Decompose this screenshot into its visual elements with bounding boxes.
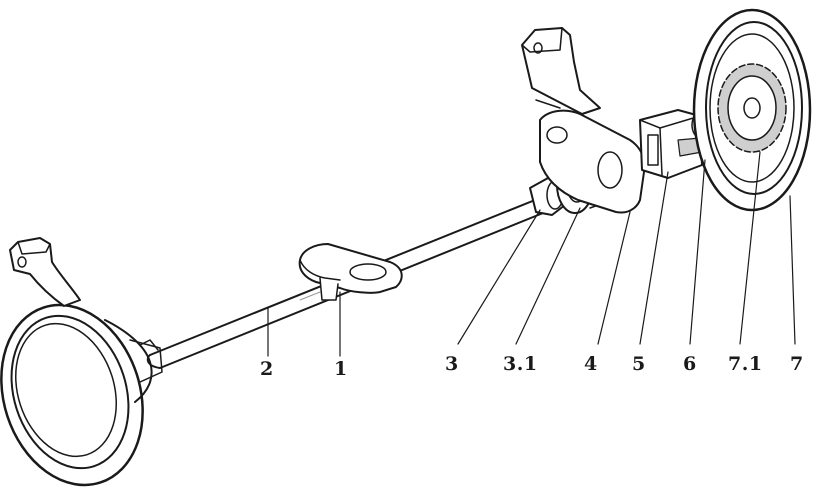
label-3: 3 <box>445 353 459 375</box>
leader-lines <box>267 151 796 357</box>
label-7: 7 <box>790 353 804 375</box>
label-6: 6 <box>683 353 697 375</box>
hub-housing <box>521 27 646 214</box>
label-7-1: 7.1 <box>728 353 763 375</box>
left-bracket <box>9 237 81 307</box>
label-3-1: 3.1 <box>503 353 538 375</box>
lever-handle <box>298 243 403 301</box>
label-4: 4 <box>584 353 598 375</box>
gear-ring <box>717 63 787 153</box>
label-5: 5 <box>632 353 646 375</box>
left-wheel <box>0 303 163 487</box>
label-2: 2 <box>260 358 274 380</box>
label-1: 1 <box>334 358 348 380</box>
